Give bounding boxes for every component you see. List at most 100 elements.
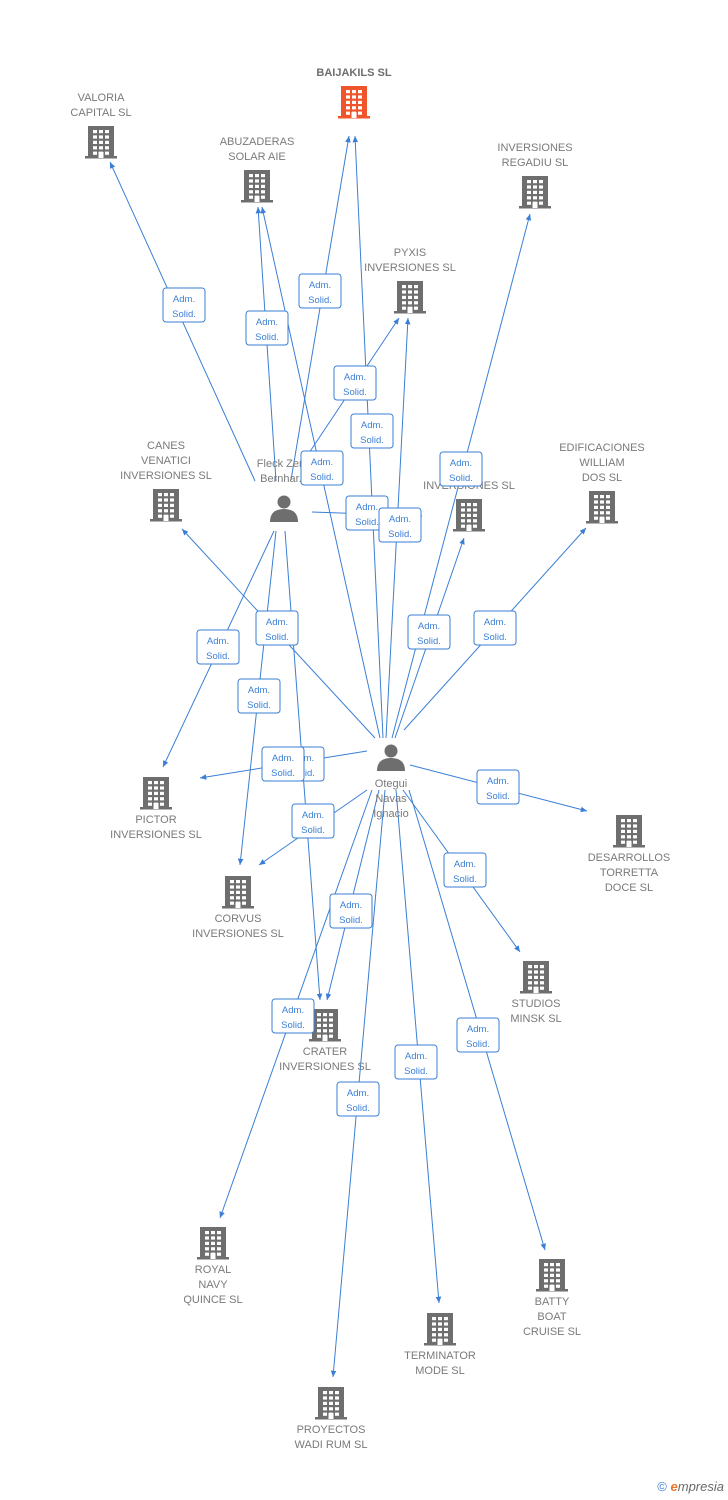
building-icon — [140, 777, 172, 810]
node-label-crater-line-0: CRATER — [303, 1046, 347, 1058]
building-icon — [338, 86, 370, 119]
edge-label-text: Adm. — [344, 372, 366, 383]
node-label-otegui-line-0: Otegui — [375, 778, 407, 790]
building-icon — [586, 491, 618, 524]
edge-label-otegui-to-pictor[interactable]: Adm.Solid. — [261, 746, 305, 782]
edge-label-otegui-to-hidden_inv[interactable]: Adm.Solid. — [407, 614, 451, 650]
brand-logo: empresia — [670, 1479, 724, 1494]
edge-label-text: Solid. — [271, 768, 295, 779]
edge-label-otegui-to-abuzaderas[interactable]: Adm. Solid. — [300, 450, 344, 486]
node-label-desarrollos-line-1: TORRETTA — [600, 867, 659, 879]
node-label-edificaciones-line-2: DOS SL — [582, 472, 622, 484]
edge-label-text: Solid. — [346, 1103, 370, 1114]
edge-label-text: Adm. — [340, 900, 362, 911]
node-label-otegui-line-2: Ignacio — [373, 808, 408, 820]
edge-label-text: Adm. — [450, 458, 472, 469]
edge-label-otegui-to-corvus[interactable]: Adm. Solid. — [291, 803, 335, 839]
edge-label-fleck-to-valoria[interactable]: Adm.Solid. — [162, 287, 206, 323]
node-label-pictor-line-0: PICTOR — [135, 814, 176, 826]
edge-label-otegui-to-canes[interactable]: Adm. Solid. — [255, 610, 299, 646]
node-label-royal-line-2: QUINCE SL — [183, 1294, 242, 1306]
node-regadiu[interactable]: INVERSIONES REGADIU SL — [497, 142, 573, 209]
edge-label-text: Solid. — [310, 472, 334, 483]
building-icon — [197, 1227, 229, 1260]
edge-label-otegui-to-batty[interactable]: Adm.Solid. — [456, 1017, 500, 1053]
node-label-edificaciones-line-0: EDIFICACIONES — [559, 442, 645, 454]
edge-label-text: Adm. — [389, 514, 411, 525]
edge-label-text: Adm. — [311, 457, 333, 468]
node-label-pictor-line-1: INVERSIONES SL — [110, 829, 202, 841]
copyright-symbol: © — [657, 1479, 667, 1494]
node-label-desarrollos-line-2: DOCE SL — [605, 882, 653, 894]
node-label-batty-line-2: CRUISE SL — [523, 1326, 581, 1338]
building-icon — [315, 1387, 347, 1420]
node-label-studios-line-1: MINSK SL — [510, 1013, 561, 1025]
building-icon — [150, 489, 182, 522]
edge-label-fleck-to-hidden_inv[interactable]: Adm.Solid. — [345, 495, 389, 531]
node-label-regadiu-line-1: REGADIU SL — [502, 157, 569, 169]
edge-label-text: Solid. — [265, 632, 289, 643]
building-icon — [309, 1009, 341, 1042]
edge-label-otegui-to-desarrollos[interactable]: Adm.Solid. — [476, 769, 520, 805]
edge-label-text: Solid. — [404, 1066, 428, 1077]
edge-label-fleck-to-pictor[interactable]: Adm.Solid. — [196, 629, 240, 665]
building-icon — [394, 281, 426, 314]
edge-label-text: Adm. — [282, 1005, 304, 1016]
edge-label-text: Solid. — [343, 387, 367, 398]
edge-label-text: Adm. — [356, 502, 378, 513]
edge-label-text: Adm. — [266, 617, 288, 628]
node-label-canes-line-2: INVERSIONES SL — [120, 470, 212, 482]
node-baijakils[interactable]: BAIJAKILS SL — [316, 67, 392, 119]
edge-label-otegui-to-regadiu[interactable]: Adm.Solid. — [439, 451, 483, 487]
edge-labels-layer: Adm. Solid. Adm. Solid. Adm. Solid. Adm. Solid.… — [162, 273, 520, 1117]
edge-label-text: Solid. — [360, 435, 384, 446]
node-label-fleck-line-0: Fleck Zer... — [257, 458, 311, 470]
footer-credit[interactable]: © empresia — [657, 1479, 724, 1494]
node-crater[interactable]: CRATER INVERSIONES SL — [279, 1009, 371, 1073]
edge-label-otegui-to-terminator[interactable]: Adm.Solid. — [394, 1044, 438, 1080]
edge-label-text: Solid. — [281, 1020, 305, 1031]
node-pictor[interactable]: PICTOR INVERSIONES SL — [110, 777, 202, 841]
node-label-royal-line-0: ROYAL — [195, 1264, 231, 1276]
building-icon — [519, 176, 551, 209]
edge-label-fleck-to-abuzaderas[interactable]: Adm.Solid. — [245, 310, 289, 346]
edge-label-otegui-to-edificaciones[interactable]: Adm.Solid. — [473, 610, 517, 646]
edge-label-otegui-to-proyectos[interactable]: Adm.Solid. — [336, 1081, 380, 1117]
edge-label-fleck-to-pyxis[interactable]: Adm. Solid. — [333, 365, 377, 401]
edge-label-text: Solid. — [301, 825, 325, 836]
edge-label-otegui-to-studios[interactable]: Adm.Solid. — [443, 852, 487, 888]
edge-label-fleck-to-corvus[interactable]: Adm.Solid. — [237, 678, 281, 714]
node-label-proyectos-line-1: WADI RUM SL — [295, 1439, 368, 1451]
edge-label-text: Adm. — [302, 810, 324, 821]
node-label-canes-line-0: CANES — [147, 440, 185, 452]
edge-label-otegui-to-pyxis[interactable]: Adm. Solid. — [378, 507, 422, 543]
person-icon — [270, 495, 298, 522]
edge-label-otegui-to-royal[interactable]: Adm. Solid. — [271, 998, 315, 1034]
edge-label-text: Adm. — [361, 420, 383, 431]
edge-label-text: Solid. — [388, 529, 412, 540]
building-icon — [453, 499, 485, 532]
edge-label-text: Solid. — [453, 874, 477, 885]
edge-label-text: Adm. — [418, 621, 440, 632]
node-label-regadiu-line-0: INVERSIONES — [497, 142, 572, 154]
edge-label-otegui-to-crater[interactable]: Adm.Solid. — [329, 893, 373, 929]
edge-label-otegui-to-baijakils[interactable]: Adm. Solid. — [350, 413, 394, 449]
node-label-crater-line-1: INVERSIONES SL — [279, 1061, 371, 1073]
node-fleck[interactable]: Fleck Zer...Bernhar... — [257, 458, 311, 522]
node-label-valoria-line-0: VALORIA — [78, 92, 126, 104]
edge-label-fleck-to-baijakils[interactable]: Adm.Solid. — [298, 273, 342, 309]
